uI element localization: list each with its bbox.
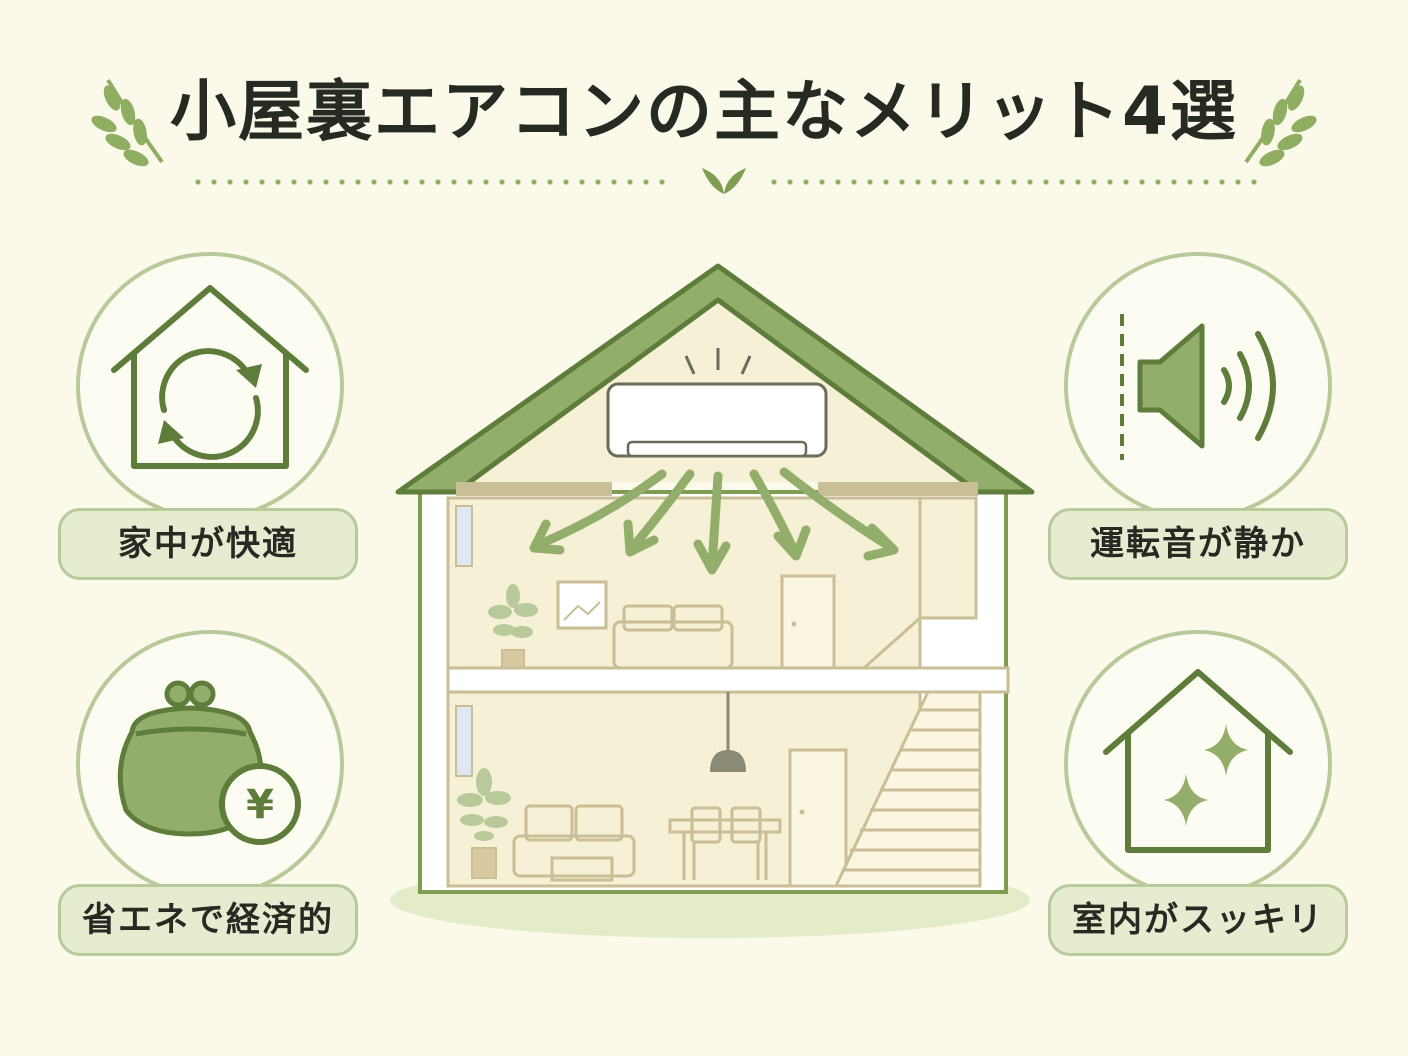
yen-symbol: ¥ xyxy=(246,782,274,828)
divider-dot xyxy=(467,179,473,185)
upper-room xyxy=(446,496,978,670)
divider-dot xyxy=(195,179,201,185)
divider-dot xyxy=(563,179,569,185)
benefit-icon-circle-1 xyxy=(76,252,344,520)
divider-dot xyxy=(899,179,905,185)
house-illustration xyxy=(390,263,1035,938)
divider-dot xyxy=(419,179,425,185)
divider-dot xyxy=(547,179,553,185)
divider-dot xyxy=(1155,179,1161,185)
divider-dot xyxy=(323,179,329,185)
divider-dot xyxy=(1091,179,1097,185)
purse-yen-icon xyxy=(117,680,301,845)
divider-dot xyxy=(1251,179,1257,185)
divider-dot xyxy=(787,179,793,185)
divider-dot xyxy=(995,179,1001,185)
divider-dot xyxy=(355,179,361,185)
attic-floor-left xyxy=(456,482,612,496)
divider-dot xyxy=(579,179,585,185)
divider-dot xyxy=(291,179,297,185)
divider-dot xyxy=(915,179,921,185)
title-decoration xyxy=(91,78,1317,194)
attic-air-conditioner xyxy=(606,348,828,458)
divider-dot xyxy=(1123,179,1129,185)
house-sparkle-icon xyxy=(1103,669,1293,853)
divider-dot xyxy=(1139,179,1145,185)
divider-dot xyxy=(963,179,969,185)
staircase xyxy=(833,690,982,888)
attic-floor-right xyxy=(818,482,978,496)
laurel-right-icon xyxy=(1244,78,1317,167)
divider-dot xyxy=(243,179,249,185)
divider-dot xyxy=(835,179,841,185)
divider-dot xyxy=(371,179,377,185)
divider-dot xyxy=(1059,179,1065,185)
divider-dot xyxy=(1027,179,1033,185)
benefit-label-3: 運転音が静か xyxy=(1048,508,1348,580)
benefit-icon-circle-3 xyxy=(1064,252,1332,520)
house-cycle-icon xyxy=(111,285,309,469)
divider-dot xyxy=(931,179,937,185)
benefit-icon-circle-2: ¥ xyxy=(76,630,344,898)
divider-dot xyxy=(339,179,345,185)
divider-dot xyxy=(275,179,281,185)
speaker-icon xyxy=(1120,314,1276,460)
lower-room xyxy=(446,690,922,888)
divider-dot xyxy=(851,179,857,185)
divider-dot xyxy=(307,179,313,185)
laurel-left-icon xyxy=(91,78,164,167)
divider-dot xyxy=(1011,179,1017,185)
benefit-label-1: 家中が快適 xyxy=(58,508,358,580)
divider-dot xyxy=(387,179,393,185)
divider-dot xyxy=(227,179,233,185)
floor-slab xyxy=(446,666,1010,694)
benefit-label-2: 省エネで経済的 xyxy=(58,884,358,956)
divider-dot xyxy=(211,179,217,185)
divider-dot xyxy=(483,179,489,185)
divider-dot xyxy=(867,179,873,185)
divider-dot xyxy=(1043,179,1049,185)
divider-dot xyxy=(595,179,601,185)
divider-dot xyxy=(659,179,665,185)
divider-dot xyxy=(1075,179,1081,185)
airflow-arrows xyxy=(529,467,899,575)
divider-dot xyxy=(771,179,777,185)
benefit-icon-circle-4 xyxy=(1064,630,1332,898)
divider-dot xyxy=(1171,179,1177,185)
dotted-divider xyxy=(195,179,1257,185)
divider-dot xyxy=(627,179,633,185)
divider-dot xyxy=(403,179,409,185)
divider-dot xyxy=(1187,179,1193,185)
divider-dot xyxy=(531,179,537,185)
divider-dot xyxy=(1235,179,1241,185)
divider-dot xyxy=(947,179,953,185)
divider-dot xyxy=(883,179,889,185)
divider-dot xyxy=(1107,179,1113,185)
leaf-divider-icon xyxy=(702,168,746,194)
divider-dot xyxy=(643,179,649,185)
divider-dot xyxy=(611,179,617,185)
divider-dot xyxy=(1219,179,1225,185)
divider-dot xyxy=(499,179,505,185)
divider-dot xyxy=(979,179,985,185)
divider-dot xyxy=(803,179,809,185)
divider-dot xyxy=(451,179,457,185)
divider-dot xyxy=(819,179,825,185)
divider-dot xyxy=(259,179,265,185)
benefit-label-4: 室内がスッキリ xyxy=(1048,884,1348,956)
page-title: 小屋裏エアコンの主なメリット4選 xyxy=(170,73,1238,150)
divider-dot xyxy=(1203,179,1209,185)
divider-dot xyxy=(435,179,441,185)
divider-dot xyxy=(515,179,521,185)
